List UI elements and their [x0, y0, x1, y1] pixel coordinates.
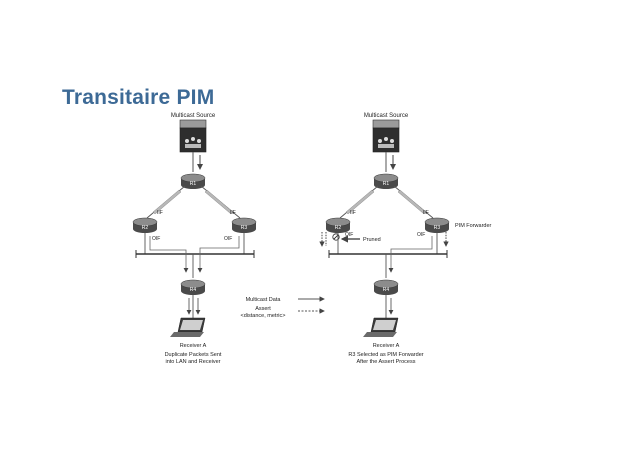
right-caption-line1: R3 Selected as PIM Forwarder	[348, 352, 423, 358]
right-data-flow-arrow	[397, 189, 427, 215]
right-router-r1-icon	[373, 173, 399, 189]
left-caption-line1: Duplicate Packets Sent	[165, 352, 222, 358]
left-r2-iif: IIF	[157, 210, 163, 216]
left-r2-label: R2	[142, 225, 149, 231]
legend-data-label: Multicast Data	[246, 297, 282, 303]
left-receiver-laptop-icon	[170, 317, 206, 337]
left-diagram: Multicast Source R1 R2 IIF OIF	[132, 113, 257, 365]
left-router-r2-icon	[132, 217, 158, 233]
legend-assert-label: Assert	[255, 306, 271, 312]
left-receiver-label: Receiver A	[180, 343, 207, 349]
left-router-r1-icon	[180, 173, 206, 189]
right-r3-oif: OIF	[417, 232, 425, 238]
right-data-flow-arrow	[345, 189, 375, 215]
left-duplicate-path	[197, 236, 240, 273]
left-source-label: Multicast Source	[171, 113, 216, 119]
right-r2-label: R2	[335, 225, 342, 231]
left-duplicate-path	[149, 236, 189, 273]
slide-title: Transitaire PIM	[62, 86, 215, 109]
left-r4-label: R4	[190, 287, 197, 293]
left-r3-iif: IIF	[230, 210, 236, 216]
right-r2-oif: OIF	[345, 232, 353, 238]
right-receiver-laptop-icon	[363, 317, 399, 337]
right-caption-line2: After the Assert Process	[357, 359, 416, 365]
legend: Multicast Data Assert <distance, metric>	[241, 296, 325, 319]
pruned-label: Pruned	[363, 237, 381, 243]
right-router-r4-icon	[373, 279, 399, 295]
left-data-flow-arrow	[204, 189, 234, 215]
left-router-r4-icon	[180, 279, 206, 295]
right-router-r3-icon	[424, 217, 450, 233]
left-r1-label: R1	[190, 181, 197, 187]
left-router-r3-icon	[231, 217, 257, 233]
right-r3-label: R3	[434, 225, 441, 231]
left-r3-oif: OIF	[224, 236, 232, 242]
right-r2-iif: IIF	[350, 210, 356, 216]
right-r1-label: R1	[383, 181, 390, 187]
legend-assert-metric: <distance, metric>	[241, 313, 286, 319]
left-r3-label: R3	[241, 225, 248, 231]
right-r3-iif: IIF	[423, 210, 429, 216]
right-router-r2-icon	[325, 217, 351, 233]
right-source-label: Multicast Source	[364, 113, 409, 119]
right-multicast-source-icon	[372, 119, 400, 153]
right-diagram: Multicast Source R1 R2 IIF OIF	[319, 113, 492, 365]
right-forwarded-path	[388, 236, 433, 273]
left-r2-oif: OIF	[152, 236, 160, 242]
right-r4-label: R4	[383, 287, 390, 293]
left-caption-line2: into LAN and Receiver	[165, 359, 220, 365]
right-receiver-label: Receiver A	[373, 343, 400, 349]
left-multicast-source-icon	[179, 119, 207, 153]
pim-forwarder-label: PIM Forwarder	[455, 223, 492, 229]
left-data-flow-arrow	[152, 189, 182, 215]
